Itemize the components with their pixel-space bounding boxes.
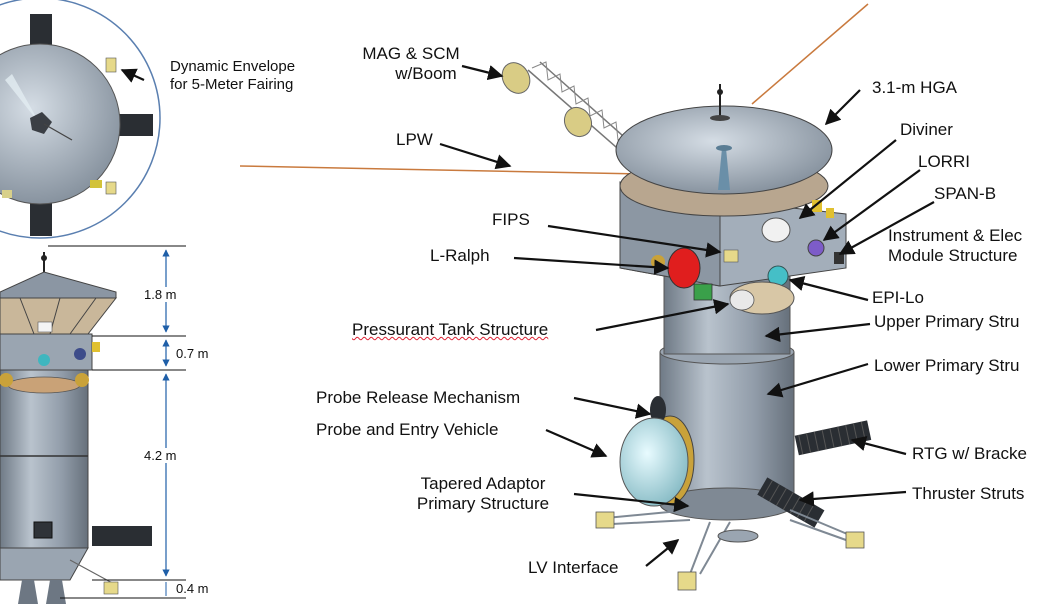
label-tapered: Tapered Adaptor Primary Structure xyxy=(398,474,568,514)
dim-0-7: 0.7 m xyxy=(174,346,211,361)
scm-sensor xyxy=(563,106,593,138)
leader-arrows xyxy=(120,64,935,567)
top-thruster-block xyxy=(105,57,117,73)
label-mag-scm: MAG & SCM w/Boom xyxy=(352,44,470,84)
rtg-upper xyxy=(794,420,872,456)
label-lower-primary: Lower Primary Stru xyxy=(874,356,1020,375)
thruster-struts xyxy=(605,509,853,575)
lv-foot-left xyxy=(595,511,615,529)
label-upper-primary: Upper Primary Stru xyxy=(874,312,1020,331)
label-probe-entry: Probe and Entry Vehicle xyxy=(316,420,499,439)
top-small-box xyxy=(90,180,102,188)
side-hga-cone xyxy=(0,271,117,299)
dimension-lines xyxy=(48,245,186,599)
label-tapered-line-1: Tapered Adaptor xyxy=(420,474,546,493)
label-lorri: LORRI xyxy=(918,152,970,171)
label-mag-line-1: MAG & SCM xyxy=(362,44,460,63)
label-lv-interface: LV Interface xyxy=(528,558,619,577)
side-cylinder xyxy=(0,369,89,549)
label-span-b: SPAN-B xyxy=(934,184,997,203)
side-view xyxy=(0,245,186,604)
envelope-label-line-2: for 5-Meter Fairing xyxy=(170,76,294,93)
mag-sensor-upper xyxy=(501,62,531,94)
probe-release-mechanism xyxy=(650,396,666,424)
diviner-instrument xyxy=(761,217,791,243)
label-pressurant-text: Pressurant Tank Structure xyxy=(352,320,549,339)
l-ralph-instrument xyxy=(667,247,701,289)
top-feed-light xyxy=(5,74,40,124)
lv-foot-right xyxy=(845,531,865,549)
label-iems: Instrument & Elec Module Structure xyxy=(888,226,1022,266)
label-pressurant: Pressurant Tank Structure xyxy=(352,320,548,340)
label-tapered-line-2: Primary Structure xyxy=(416,494,550,513)
lpw-antenna-line xyxy=(239,165,641,175)
dynamic-envelope-circle xyxy=(0,0,161,239)
label-iems-line-2: Module Structure xyxy=(888,246,1018,265)
top-hga-disk xyxy=(0,43,121,205)
dim-0-4: 0.4 m xyxy=(174,581,211,596)
hga-feed xyxy=(718,148,730,190)
side-adaptor xyxy=(0,547,89,581)
label-lpw: LPW xyxy=(396,130,433,149)
side-nozzle-right xyxy=(46,580,66,604)
side-interface-box xyxy=(33,521,53,539)
side-epilo-sensor xyxy=(38,354,50,366)
top-thruster-block-2 xyxy=(105,181,117,195)
dim-1-8: 1.8 m xyxy=(142,287,179,302)
top-rtg-stack-upper xyxy=(30,14,52,52)
top-rtg-stack-lower xyxy=(30,200,52,236)
label-probe-release: Probe Release Mechanism xyxy=(316,388,521,407)
label-hga: 3.1-m HGA xyxy=(872,78,958,97)
label-fips: FIPS xyxy=(492,210,530,229)
top-small-box-2 xyxy=(2,190,12,198)
label-l-ralph: L-Ralph xyxy=(430,246,490,265)
side-nozzle-left xyxy=(18,580,38,604)
probe-entry-vehicle xyxy=(619,417,689,507)
label-rtg: RTG w/ Bracke xyxy=(912,444,1027,463)
envelope-label-line-1: Dynamic Envelope xyxy=(170,58,296,75)
rtg-lower xyxy=(757,477,825,528)
top-center-hub xyxy=(30,112,52,134)
label-mag-line-2: w/Boom xyxy=(395,64,457,83)
span-b-instrument xyxy=(834,252,844,264)
upper-antenna-line xyxy=(751,3,869,105)
label-epi-lo: EPI-Lo xyxy=(872,288,924,307)
lv-foot-bottom xyxy=(677,571,697,591)
fips-instrument xyxy=(723,249,739,263)
envelope-label: Dynamic Envelope for 5-Meter Fairing xyxy=(170,58,295,94)
label-diviner: Diviner xyxy=(900,120,953,139)
main-spacecraft xyxy=(239,3,872,591)
top-rtg-stack-right xyxy=(117,114,153,136)
top-strut xyxy=(43,123,73,141)
dim-4-2: 4.2 m xyxy=(142,448,179,463)
lorri-instrument xyxy=(807,239,825,257)
side-rtg xyxy=(92,526,152,546)
label-iems-line-1: Instrument & Elec xyxy=(888,226,1023,245)
label-thruster-struts: Thruster Struts xyxy=(912,484,1025,503)
top-view xyxy=(0,0,161,239)
